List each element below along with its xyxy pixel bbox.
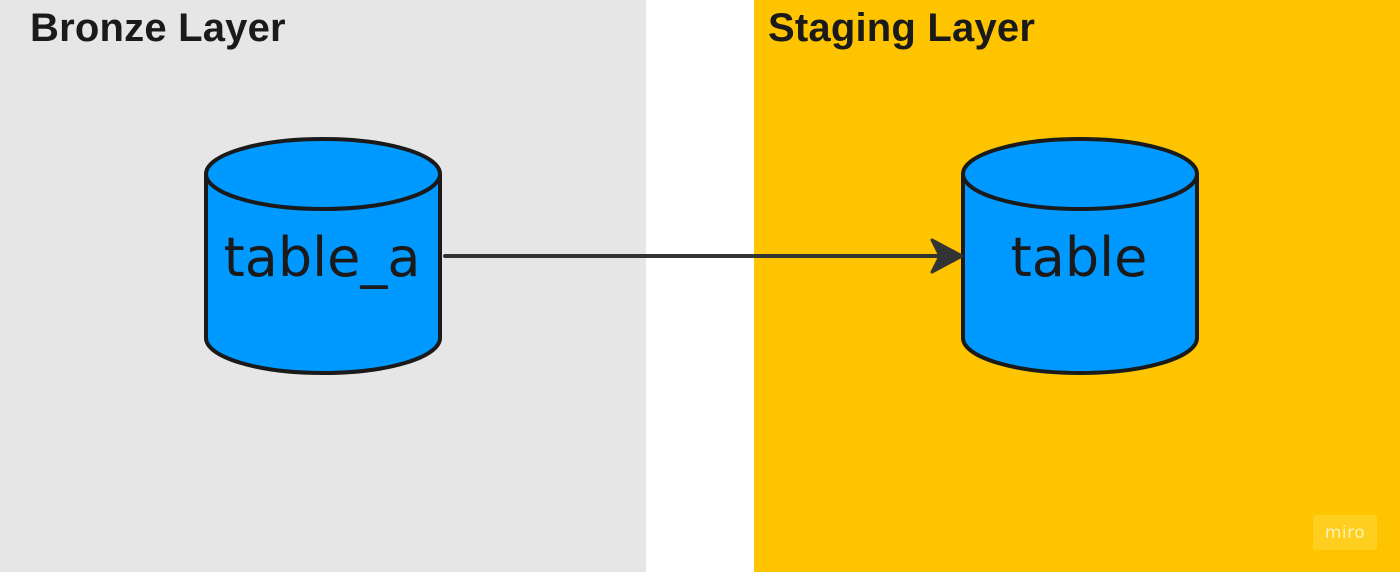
table-label: table [1010, 226, 1148, 289]
bronze-layer-title: Bronze Layer [30, 6, 286, 50]
arrowhead-icon [930, 238, 964, 274]
table-a-cylinder-top [204, 137, 442, 211]
database-icon[interactable] [961, 137, 1199, 375]
table-cylinder-top [961, 137, 1199, 211]
staging-layer-zone[interactable]: Staging Layer [754, 0, 1400, 572]
table-a-label: table_a [223, 226, 421, 289]
table-a-cylinder-body [204, 174, 442, 375]
table-cylinder-body [961, 174, 1199, 375]
flow-connector[interactable] [443, 238, 964, 274]
database-icon[interactable] [204, 137, 442, 375]
miro-watermark: miro [1313, 515, 1377, 550]
staging-layer-title: Staging Layer [768, 6, 1036, 50]
miro-watermark-text: miro [1324, 522, 1366, 543]
